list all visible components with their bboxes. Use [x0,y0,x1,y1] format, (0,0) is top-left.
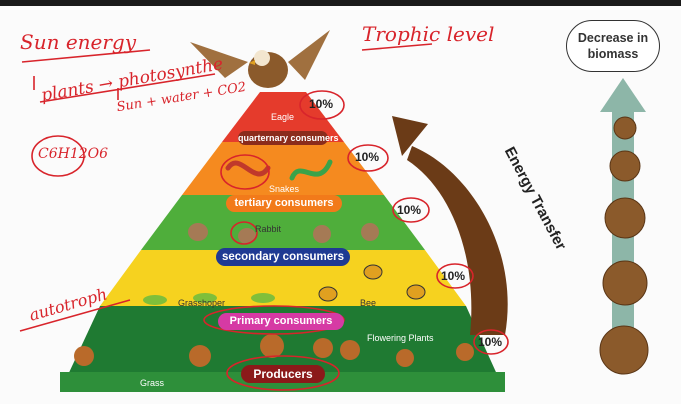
annotation-sun-energy: Sun energy [20,30,137,54]
annotation-trophic-level: Trophic level [362,22,495,46]
snake-icon [225,159,333,181]
annotation-strokes [19,43,509,391]
primary-consumers-pill: Primary consumers [218,313,344,330]
grasshopper-label: Grasshoper [178,298,226,308]
energy-transfer-arrow-icon [392,116,508,335]
annotation-glucose: C6H12O6 [38,146,109,162]
percent-producers: 10% [478,335,503,349]
percent-tertiary: 10% [397,203,422,217]
tertiary-consumers-pill: tertiary consumers [226,195,342,212]
grasshopper-icon [143,293,275,305]
producers-pill: Producers [241,365,325,383]
snakes-label: Snakes [269,184,300,194]
eagle-label: Eagle [271,112,295,122]
pyramid-layer-orange [182,142,384,195]
quarternary-consumers-pill: quarternary consumers [238,131,339,145]
bee-label: Bee [360,298,377,308]
flowering-plants-label: Flowering Plants [367,333,434,343]
rabbit-label: Rabbit [255,224,282,234]
bee-icon [318,264,426,302]
percent-snakes: 10% [355,150,380,164]
decrease-biomass-label: Decrease in biomass [566,20,660,72]
pyramid-layer-red [222,92,344,142]
eagle-icon [190,30,330,88]
top-border [0,0,681,6]
grass-label: Grass [140,378,165,388]
pyramid-layer-green [141,195,425,250]
pyramid-layer-yellow [100,250,466,306]
percent-secondary: 10% [441,269,466,283]
secondary-consumers-pill: secondary consumers [216,248,350,266]
biomass-circle-icon [599,116,649,375]
flower-icon [74,334,474,367]
rabbit-icon [188,223,379,244]
percent-eagle: 10% [309,97,334,111]
